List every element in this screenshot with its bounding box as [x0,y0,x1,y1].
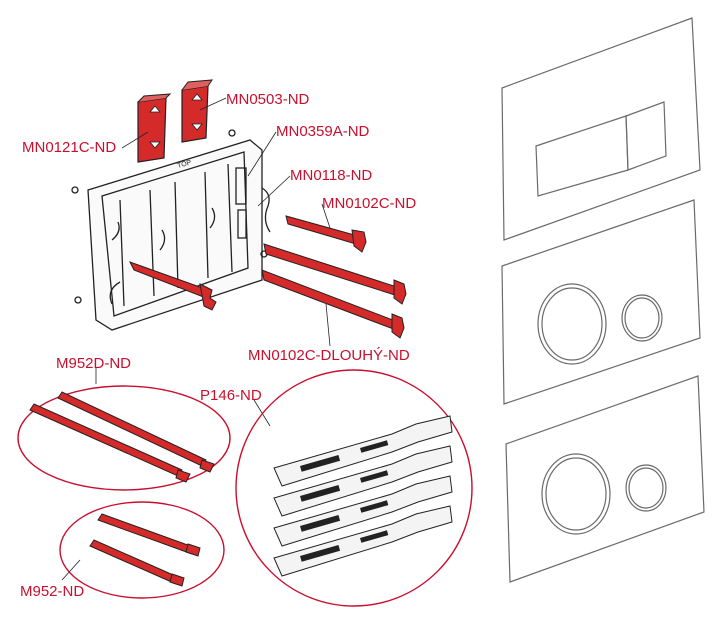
label-p146: P146-ND [200,387,262,404]
leader-mn0118 [257,175,291,207]
p146-template-details [299,440,389,562]
p146-callout-circle [235,369,473,607]
part-mn0102c-rod [285,215,367,253]
leader-mn0102c-dlouhy [325,303,331,347]
label-mn0503: MN0503-ND [226,91,310,108]
part-m952d-pins [29,391,215,483]
leader-mn0359a [247,131,277,177]
part-mn0102c-long-rod-1 [263,243,407,305]
label-mn0359a: MN0359A-ND [276,123,370,140]
m952d-callout-ellipse [17,385,231,491]
leader-mn0503 [199,97,227,111]
flush-plate-round-1 [501,199,701,405]
part-mn0503 [181,79,213,143]
part-m952-pins [89,513,201,587]
frame-top-marking: TOP [177,159,193,170]
flush-plate-rectangular [501,17,701,241]
label-mn0102c: MN0102C-ND [322,195,417,212]
mounting-frame [71,129,271,331]
label-mn0102c-dlouhy: MN0102C-DLOUHÝ-ND [248,347,410,364]
part-mn0118-rod [128,261,217,311]
m952-callout-ellipse [59,501,225,599]
part-mn0121c [137,93,172,163]
leader-mn0102c [321,203,331,229]
label-m952d: M952D-ND [56,355,132,372]
leader-mn0121c [121,131,149,149]
label-mn0121c: MN0121C-ND [22,139,117,156]
leader-m952 [61,559,81,581]
label-m952: M952-ND [20,583,85,600]
flush-plate-round-2 [505,375,705,583]
part-mn0102c-long-rod-2 [261,269,405,339]
label-mn0118: MN0118-ND [290,167,373,184]
